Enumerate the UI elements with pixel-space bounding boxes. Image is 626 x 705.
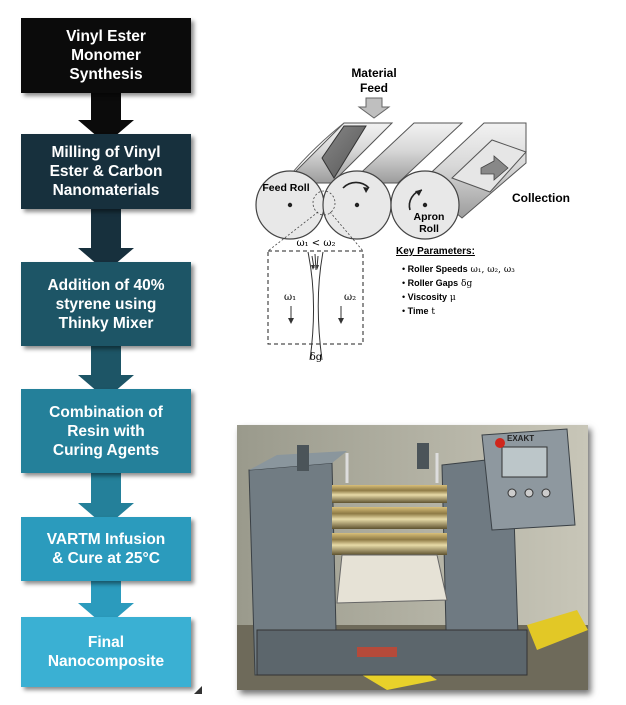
three-roll-mill-photo: EXAKT (237, 425, 588, 690)
material-feed-label: Material (351, 66, 396, 80)
gap-symbol-label: δg (310, 352, 323, 363)
flow-step-line: Milling of Vinyl (51, 144, 161, 161)
flow-arrow-1 (78, 93, 134, 144)
omega1-label: ω₁ (284, 292, 296, 303)
flow-step-line: Nanocomposite (47, 653, 165, 670)
roller-3 (332, 533, 447, 555)
flow-step-5: VARTM Infusion & Cure at 25°C (21, 517, 191, 581)
apron-roll-label: Apron (414, 211, 445, 223)
flow-arrow-2 (78, 209, 134, 272)
feed-roll-label: Feed Roll (262, 182, 309, 194)
brand-logo: EXAKT (507, 434, 534, 443)
flow-step-line: Resin with (67, 422, 145, 440)
flow-step-line: Monomer (71, 47, 141, 64)
material-feed-wedge (321, 125, 367, 179)
corner-triangle-icon (194, 686, 202, 694)
flow-step-line: VARTM Infusion (46, 531, 166, 548)
speed-relation-label: ω₁ < ω₂ (296, 238, 335, 249)
feed-down-arrow-icon (357, 97, 391, 119)
collection-arrow-icon (480, 155, 509, 181)
emergency-stop-icon (495, 438, 505, 448)
flow-arrows (78, 93, 134, 627)
key-parameter-item: • Roller Speeds ω₁, ω₂, ω₃ (402, 264, 515, 275)
collection-label: Collection (512, 191, 570, 205)
roller-1 (332, 485, 447, 503)
key-parameter-item: • Time t (402, 306, 435, 317)
roller-2 (332, 507, 447, 529)
flow-step-line: Thinky Mixer (58, 314, 154, 332)
flow-step-line: Curing Agents (52, 441, 160, 459)
flow-step-line: Addition of 40% (47, 276, 165, 294)
material-feed-label-2: Feed (360, 81, 388, 95)
apron-roll-label-2: Roll (419, 223, 439, 235)
key-parameter-item: • Viscosity μ (402, 292, 456, 303)
flow-step-line: Combination of (49, 403, 163, 421)
flow-step-line: Ester & Carbon (49, 163, 163, 180)
three-roll-mill-diagram: Material Feed Feed Roll Apron Roll (226, 60, 606, 380)
flow-step-line: styrene using (55, 295, 157, 313)
key-parameters-title: Key Parameters: (396, 246, 475, 257)
flow-step-line: Synthesis (69, 66, 143, 83)
omega2-label: ω₂ (344, 292, 356, 303)
flow-step-line: & Cure at 25°C (52, 550, 160, 567)
flow-step-line: Final (87, 634, 125, 651)
flow-step-line: Nanomaterials (52, 182, 160, 199)
flow-arrow-3 (78, 346, 134, 399)
key-parameter-item: • Roller Gaps δg (402, 278, 472, 289)
flow-arrow-4 (78, 473, 134, 527)
flow-arrow-5 (78, 581, 134, 627)
flow-step-text: VARTM Infusion & Cure at 25°C (35, 530, 178, 568)
nip-zoom-box (267, 250, 364, 345)
flow-step-line: Vinyl Ester (66, 28, 146, 45)
rotation-arrow-icon (342, 181, 370, 189)
